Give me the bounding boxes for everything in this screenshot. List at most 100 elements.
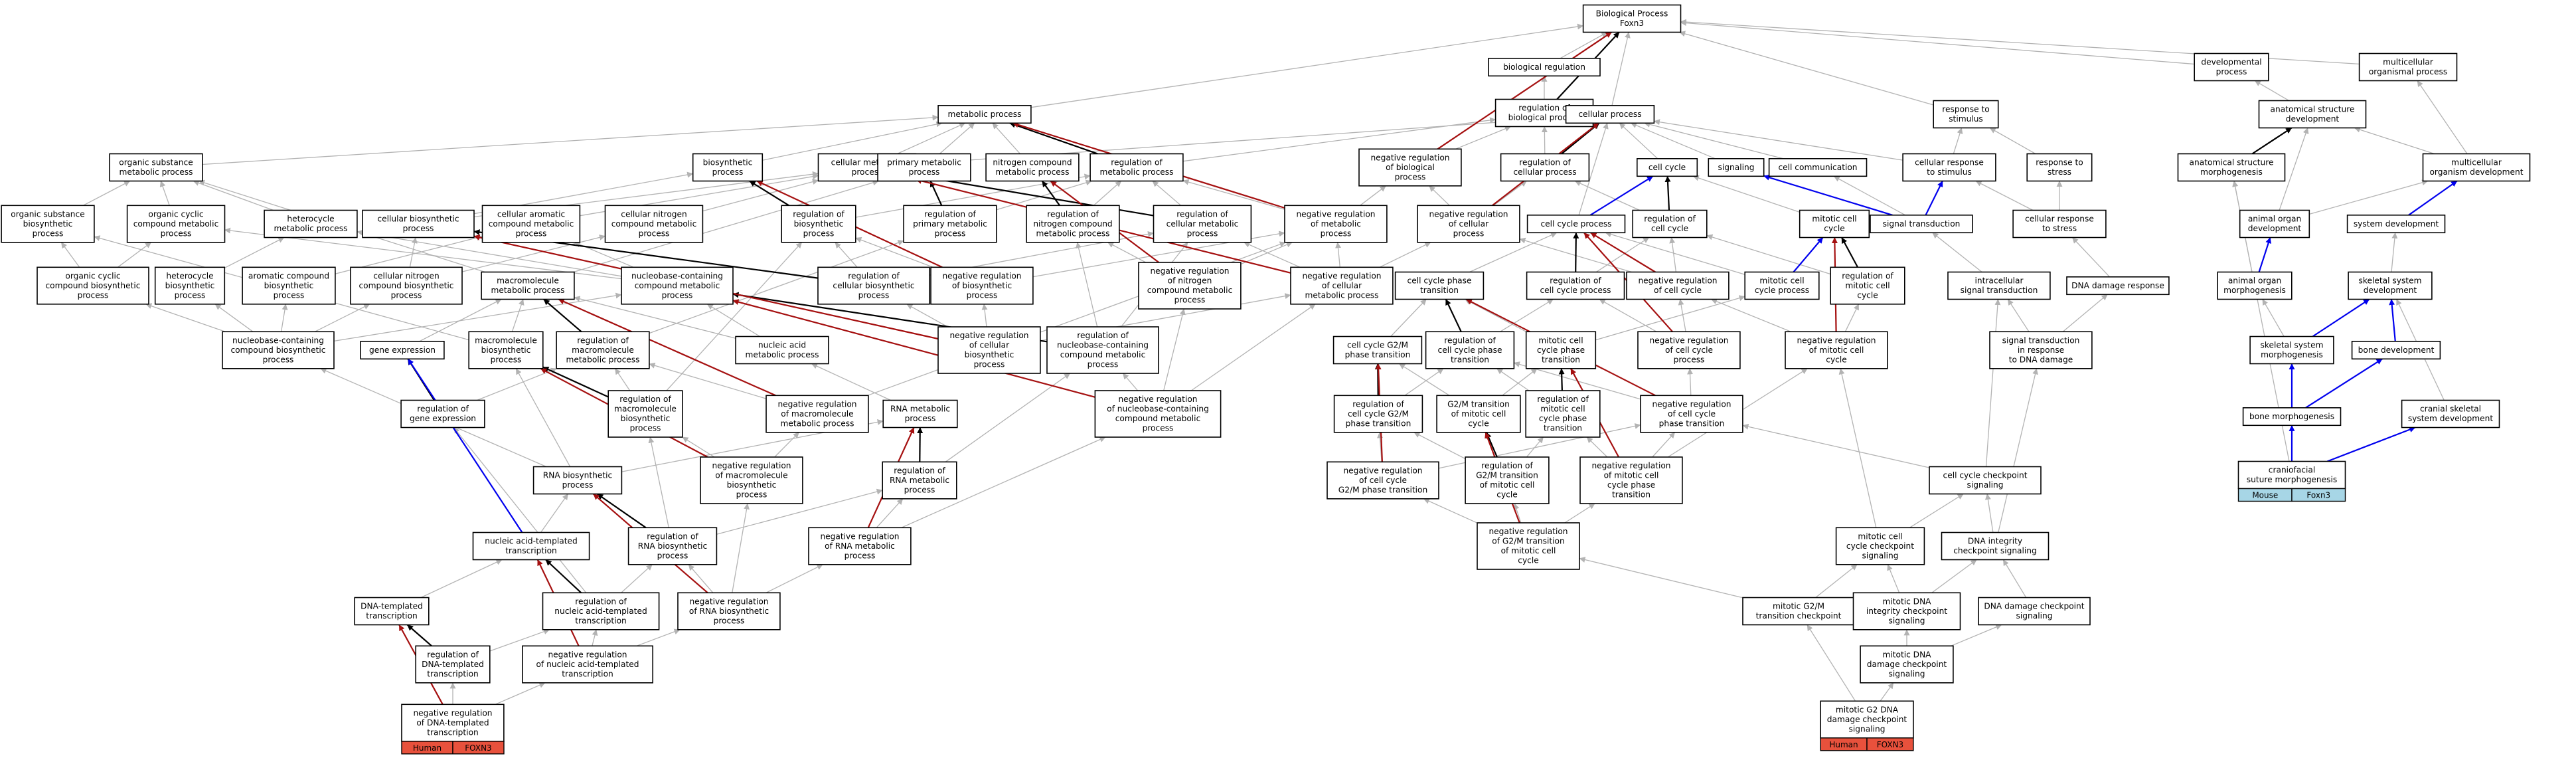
go-term-node[interactable]: signaling: [1708, 158, 1765, 177]
go-term-node[interactable]: metabolic process: [937, 105, 1032, 124]
go-term-node[interactable]: signal transduction: [1870, 214, 1973, 234]
go-term-node[interactable]: cell communication: [1768, 158, 1868, 177]
go-term-node[interactable]: bone development: [2351, 340, 2441, 360]
go-term-node[interactable]: regulation ofmacromoleculebiosyntheticpr…: [607, 390, 683, 438]
go-term-node[interactable]: regulation ofnucleobase-containingcompou…: [1046, 326, 1159, 374]
go-term-node[interactable]: cellular process: [1565, 105, 1655, 124]
go-term-node[interactable]: system development: [2346, 214, 2446, 234]
go-term-node[interactable]: bone morphogenesis: [2242, 407, 2342, 427]
go-term-node[interactable]: biological regulation: [1488, 58, 1601, 77]
go-term-node[interactable]: DNA damage response: [2066, 276, 2170, 296]
go-term-node[interactable]: cell cycle process: [1526, 214, 1626, 234]
go-term-node[interactable]: cell cycle: [1637, 158, 1698, 177]
